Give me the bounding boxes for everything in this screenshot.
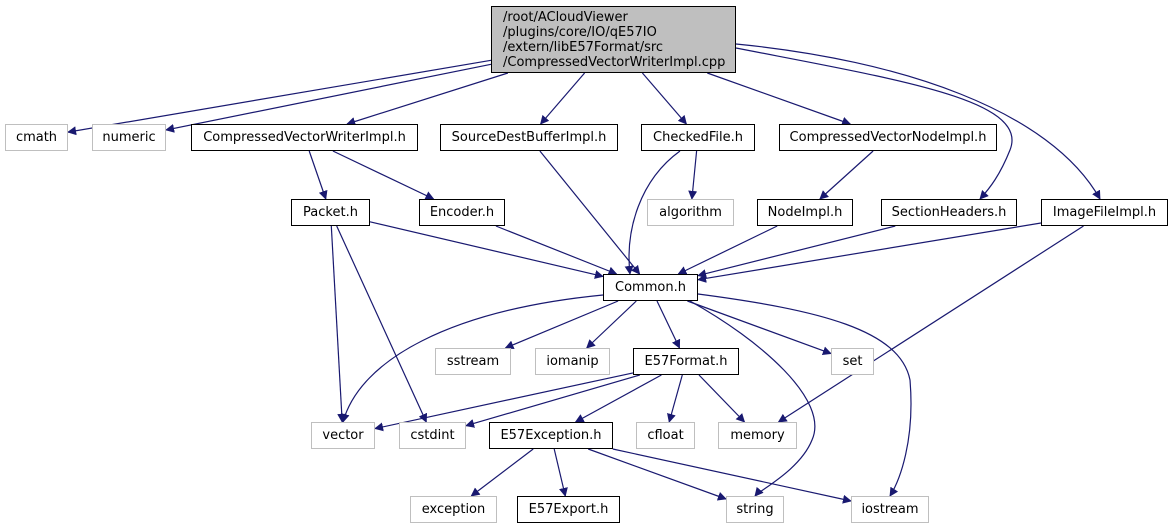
edge-root-to-numeric [165, 63, 492, 133]
node-memory: memory [718, 422, 797, 449]
node-ifi-h[interactable]: ImageFileImpl.h [1041, 199, 1168, 226]
edge-packet-h-to-cstdint [336, 225, 428, 423]
edge-checked-h-to-algorithm [688, 150, 698, 200]
node-vector: vector [311, 422, 375, 449]
edge-e57exc-h-to-string [587, 448, 727, 501]
edge-packet-h-to-common-h [369, 221, 604, 279]
edge-cvwi-h-to-packet-h [308, 150, 328, 200]
node-cfloat: cfloat [636, 422, 695, 449]
node-cmath: cmath [5, 124, 68, 151]
edge-e57exc-h-to-e57export-h [553, 448, 568, 497]
edge-section-h-to-common-h [697, 225, 896, 278]
node-iostream: iostream [851, 496, 929, 523]
edge-common-h-to-vector [340, 294, 604, 423]
node-string: string [726, 496, 784, 523]
node-cvni-h[interactable]: CompressedVectorNodeImpl.h [779, 124, 997, 151]
node-section-h[interactable]: SectionHeaders.h [881, 199, 1017, 226]
node-encoder-h[interactable]: Encoder.h [419, 199, 505, 226]
edge-packet-h-to-vector [330, 225, 347, 423]
node-numeric: numeric [92, 124, 166, 151]
edge-ifi-h-to-memory [777, 225, 1084, 423]
edge-root-to-sdbi-h [540, 72, 586, 125]
node-packet-h[interactable]: Packet.h [291, 199, 370, 226]
edge-common-h-to-sstream [504, 300, 619, 350]
edge-root-to-cvwi-h [346, 72, 509, 126]
edge-ifi-h-to-common-h [697, 222, 1042, 283]
edge-root-to-section-h [735, 47, 1013, 200]
edge-e57format-h-to-cstdint [465, 374, 640, 428]
root-path-line: /root/ACloudViewer [503, 10, 628, 25]
root-path-line: /CompressedVectorWriterImpl.cpp [503, 55, 726, 70]
edge-checked-h-to-common-h [624, 150, 681, 275]
edge-cvwi-h-to-encoder-h [332, 150, 435, 200]
node-exception: exception [410, 496, 497, 523]
edge-e57format-h-to-cfloat [667, 374, 683, 423]
edge-common-h-to-iomanip [586, 300, 637, 349]
edge-common-h-to-e57format-h [656, 300, 681, 349]
edge-nodeimpl-h-to-common-h [677, 225, 778, 275]
edge-encoder-h-to-common-h [495, 225, 618, 276]
node-set: set [831, 348, 874, 375]
node-sdbi-h[interactable]: SourceDestBufferImpl.h [440, 124, 618, 151]
edge-root-to-checked-h [641, 72, 687, 125]
edge-common-h-to-set [687, 300, 832, 356]
node-nodeimpl-h[interactable]: NodeImpl.h [757, 199, 853, 226]
edge-e57format-h-to-memory [698, 374, 746, 423]
edge-common-h-to-iostream [697, 293, 912, 497]
root-path-line: /extern/libE57Format/src [503, 40, 664, 55]
root-file-node: /root/ACloudViewer/plugins/core/IO/qE57I… [491, 6, 736, 73]
node-cvwi-h[interactable]: CompressedVectorWriterImpl.h [191, 124, 418, 151]
node-e57exc-h[interactable]: E57Exception.h [489, 422, 613, 449]
edge-root-to-cmath [67, 59, 492, 136]
node-e57format-h[interactable]: E57Format.h [633, 348, 739, 375]
edge-cvni-h-to-nodeimpl-h [819, 150, 874, 200]
node-cstdint: cstdint [399, 422, 466, 449]
edge-e57format-h-to-vector [374, 372, 634, 432]
edge-e57exc-h-to-iostream [612, 448, 852, 504]
edge-sdbi-h-to-common-h [539, 150, 641, 275]
node-iomanip: iomanip [535, 348, 610, 375]
node-algorithm: algorithm [647, 199, 734, 226]
node-common-h[interactable]: Common.h [603, 274, 698, 301]
node-e57export-h[interactable]: E57Export.h [517, 496, 620, 523]
root-path-line: /plugins/core/IO/qE57IO [503, 25, 657, 40]
edge-common-h-to-string [689, 300, 816, 497]
node-sstream: sstream [435, 348, 511, 375]
edge-root-to-ifi-h [735, 43, 1101, 200]
edge-root-to-cvni-h [707, 72, 852, 126]
node-checked-h[interactable]: CheckedFile.h [641, 124, 755, 151]
edge-e57format-h-to-e57exc-h [574, 374, 662, 423]
edge-e57exc-h-to-exception [470, 448, 534, 497]
